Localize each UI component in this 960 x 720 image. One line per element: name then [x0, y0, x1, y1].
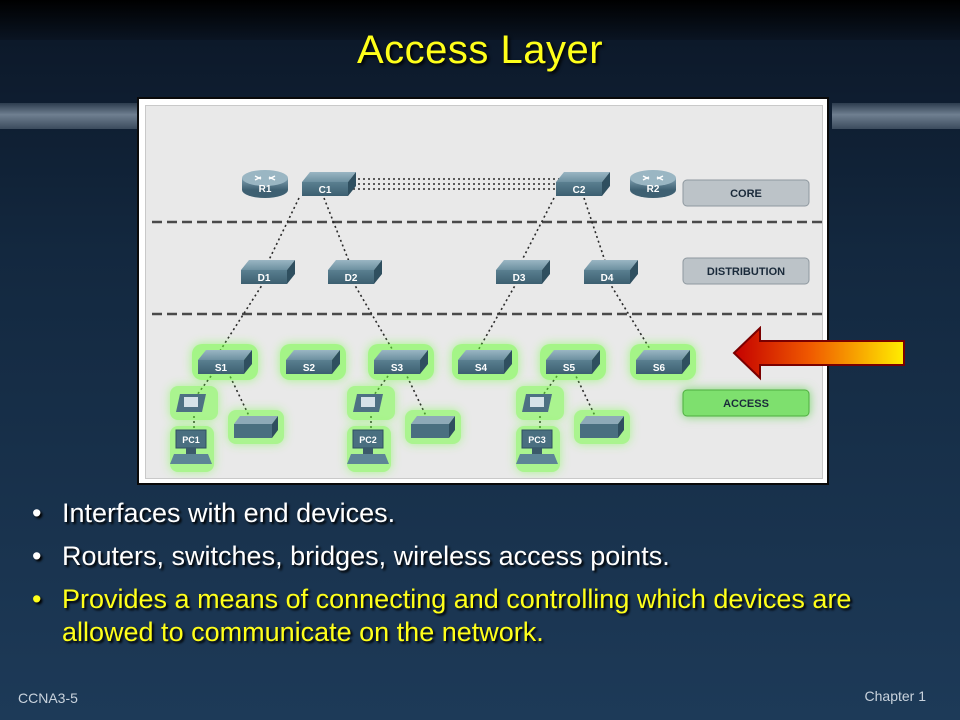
switch-s5-icon-label: S5	[563, 363, 576, 374]
bullet-dot-icon: •	[32, 498, 42, 528]
switch-s2-icon: S2	[280, 344, 346, 380]
switch-c1-label: C1	[319, 185, 332, 196]
switch-s1-icon: S1	[192, 344, 258, 380]
switch-s2-icon-label: S2	[303, 363, 316, 374]
wireless-bridge-icon	[405, 410, 461, 444]
pc-label: PC3	[528, 435, 546, 445]
switch-s6-icon-label: S6	[653, 363, 666, 374]
bullet-dot-icon: •	[32, 584, 42, 614]
switch-d3-icon: D3	[496, 260, 550, 284]
footer-course-code: CCNA3-5	[18, 690, 78, 706]
access-layer-label: ACCESS	[682, 389, 810, 417]
wireless-bridge-icon	[228, 410, 284, 444]
pc-1-icon: PC1	[170, 426, 214, 472]
ip-phone-icon	[347, 386, 395, 420]
router-icon: R2	[630, 170, 676, 198]
switch-icon: C1	[302, 172, 356, 196]
footer-chapter: Chapter 1	[864, 688, 926, 704]
pc-label: PC1	[182, 435, 200, 445]
switch-s6-icon: S6	[630, 344, 696, 380]
pc-3-icon: PC3	[516, 426, 560, 472]
switch-s5-icon: S5	[540, 344, 606, 380]
pc-2-icon: PC2	[347, 426, 391, 472]
bullet-text: Interfaces with end devices.	[62, 498, 396, 528]
network-diagram-svg: R1 R2 C1 C2	[152, 170, 822, 472]
bullet-item: • Provides a means of connecting and con…	[32, 583, 932, 649]
switch-d4-icon: D4	[584, 260, 638, 284]
switch-d4-icon-label: D4	[601, 273, 614, 284]
left-arrow-icon	[732, 326, 905, 381]
switch-icon: C2	[556, 172, 610, 196]
switch-s3-icon: S3	[368, 344, 434, 380]
bullet-text: Routers, switches, bridges, wireless acc…	[62, 541, 670, 571]
pc-label: PC2	[359, 435, 377, 445]
wireless-bridge-icon	[574, 410, 630, 444]
left-accent-bar	[0, 103, 140, 129]
ip-phone-icon	[170, 386, 218, 420]
bullet-item: • Interfaces with end devices.	[32, 497, 932, 530]
switch-d2-icon: D2	[328, 260, 382, 284]
router-r1-label: R1	[259, 184, 272, 195]
bullet-dot-icon: •	[32, 541, 42, 571]
right-accent-bar	[832, 103, 960, 129]
bullet-item: • Routers, switches, bridges, wireless a…	[32, 540, 932, 573]
dotted-links	[217, 178, 654, 355]
network-diagram: R1 R2 C1 C2	[137, 97, 829, 485]
switch-s4-icon-label: S4	[475, 363, 488, 374]
core-layer-label: CORE	[682, 179, 810, 207]
bullet-list: • Interfaces with end devices. • Routers…	[32, 497, 932, 659]
router-icon: R1	[242, 170, 288, 198]
distribution-layer-label: DISTRIBUTION	[682, 257, 810, 285]
end-devices: PC1 PC2 PC3	[170, 386, 630, 472]
switch-d1-icon: D1	[241, 260, 295, 284]
access-switches: S1 S2 S3 S4 S5 S6	[192, 344, 696, 380]
switch-c2-label: C2	[573, 185, 586, 196]
switch-d2-icon-label: D2	[345, 273, 358, 284]
svg-text:DISTRIBUTION: DISTRIBUTION	[707, 266, 785, 278]
switch-s3-icon-label: S3	[391, 363, 404, 374]
diagram-canvas: R1 R2 C1 C2	[145, 105, 823, 479]
switch-s1-icon-label: S1	[215, 363, 228, 374]
bullet-text: Provides a means of connecting and contr…	[62, 584, 852, 647]
switch-d1-icon-label: D1	[258, 273, 271, 284]
top-band	[0, 0, 960, 40]
switch-d3-icon-label: D3	[513, 273, 526, 284]
ip-phone-icon	[516, 386, 564, 420]
svg-text:CORE: CORE	[730, 188, 762, 200]
svg-text:ACCESS: ACCESS	[723, 398, 769, 410]
router-r2-label: R2	[647, 184, 660, 195]
distribution-switches: D1 D2 D3 D4	[241, 260, 638, 284]
slide-title: Access Layer	[356, 28, 604, 72]
switch-s4-icon: S4	[452, 344, 518, 380]
